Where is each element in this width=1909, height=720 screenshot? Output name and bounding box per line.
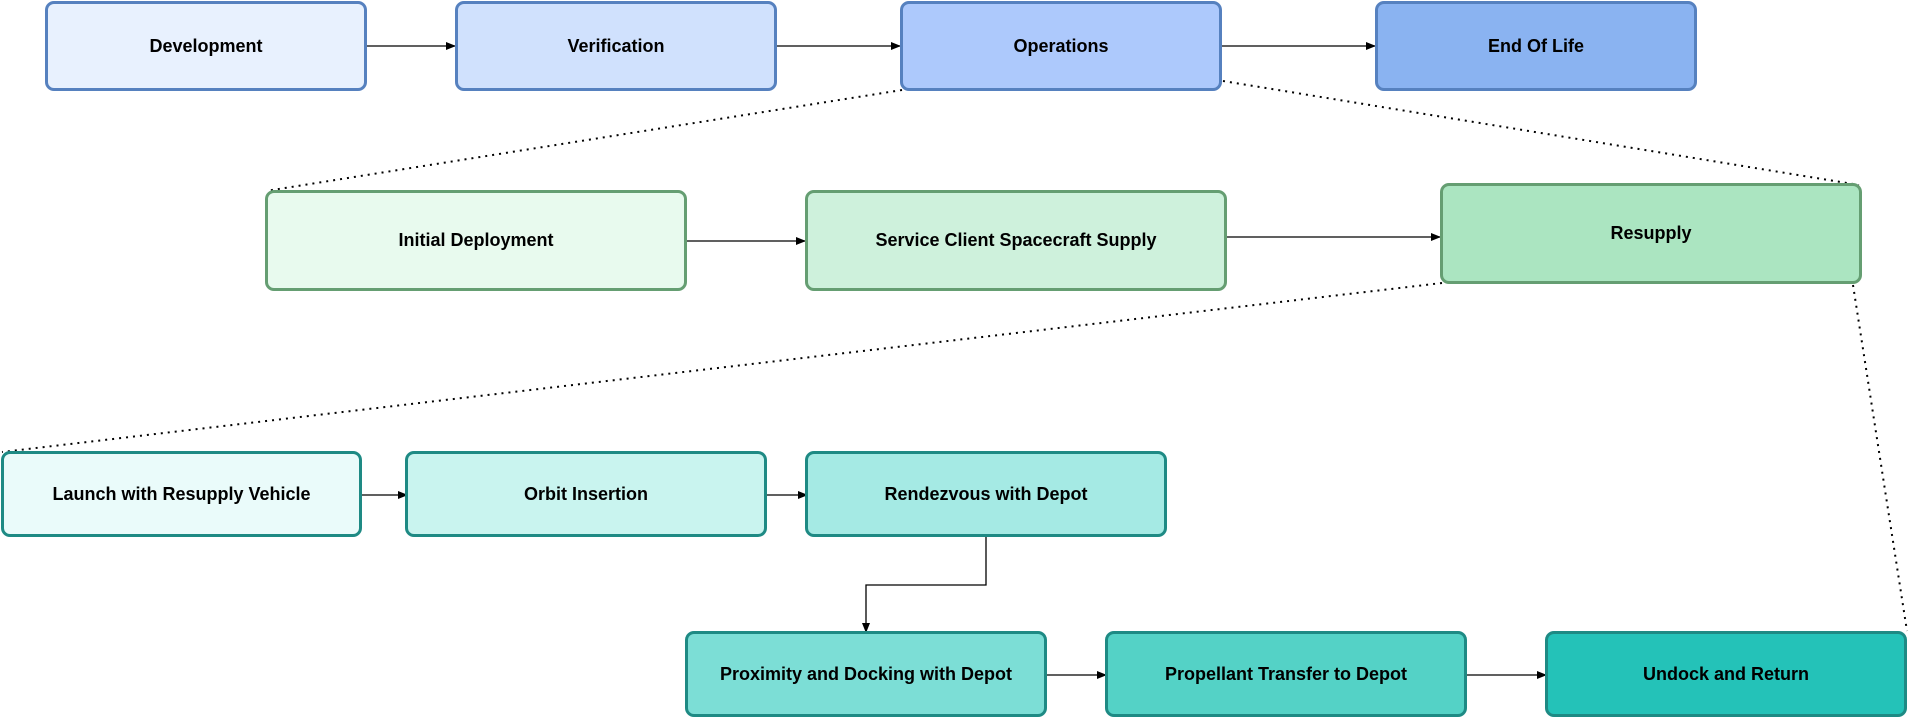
phase-end-of-life-label: End Of Life [1488,35,1584,56]
phase-operations: Operations [900,1,1222,91]
step-orbit-insertion-label: Orbit Insertion [523,483,648,504]
step-rendezvous-label: Rendezvous with Depot [884,483,1088,504]
expansion-line-resupply-right [1852,284,1908,632]
subphase-initial-deployment: Initial Deployment [265,190,687,291]
arrow-rendezvous-to-proximity-docking [862,537,987,633]
step-rendezvous-with-depot: Rendezvous with Depot [805,451,1167,537]
phase-development: Development [45,1,367,91]
phase-verification-label: Verification [567,35,665,56]
step-launch-label: Launch with Resupply Vehicle [52,483,311,504]
phase-end-of-life: End Of Life [1375,1,1697,91]
step-proximity-and-docking: Proximity and Docking with Depot [685,631,1047,717]
phase-operations-label: Operations [1013,35,1109,56]
subphase-service-client-spacecraft-supply: Service Client Spacecraft Supply [805,190,1227,291]
subphase-resupply: Resupply [1440,183,1862,284]
subphase-service-supply-label: Service Client Spacecraft Supply [875,230,1157,250]
step-proximity-docking-label: Proximity and Docking with Depot [719,663,1013,684]
step-launch-with-resupply-vehicle: Launch with Resupply Vehicle [1,451,362,537]
step-propellant-transfer: Propellant Transfer to Depot [1105,631,1467,717]
phase-development-label: Development [149,35,263,56]
step-propellant-transfer-label: Propellant Transfer to Depot [1164,663,1408,684]
expansion-line-operations-left [265,89,903,192]
expansion-line-resupply-left [1,282,1443,453]
step-orbit-insertion: Orbit Insertion [405,451,767,537]
step-undock-label: Undock and Return [1642,663,1809,684]
step-undock-and-return: Undock and Return [1545,631,1907,717]
subphase-resupply-label: Resupply [1610,223,1692,243]
subphase-initial-deployment-label: Initial Deployment [398,230,554,250]
phase-verification: Verification [455,1,777,91]
expansion-line-operations-right [1222,80,1860,186]
